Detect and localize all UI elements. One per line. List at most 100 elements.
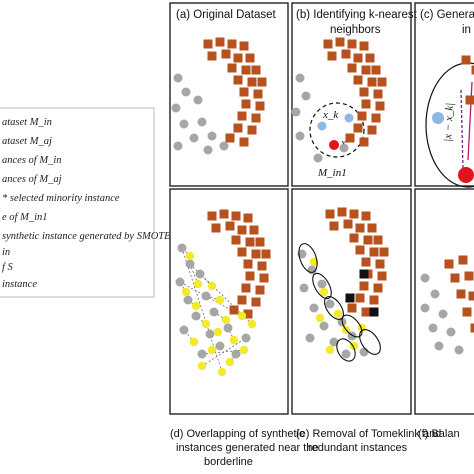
majority-instance bbox=[359, 137, 369, 147]
tomek-link-ellipse bbox=[312, 272, 332, 300]
minority-instance bbox=[183, 295, 193, 305]
majority-instance bbox=[237, 111, 247, 121]
majority-instance bbox=[361, 211, 371, 221]
majority-instance bbox=[237, 247, 247, 257]
synthetic-instance bbox=[237, 311, 247, 321]
minority-instance bbox=[179, 119, 189, 129]
minority-instance bbox=[420, 273, 430, 283]
minority-instance bbox=[428, 323, 438, 333]
synthetic-instance bbox=[319, 287, 329, 297]
minority-instance bbox=[177, 243, 187, 253]
selected-instance-c bbox=[458, 167, 474, 183]
majority-instance bbox=[231, 235, 241, 245]
panel-c-title: (c) Generat bbox=[420, 9, 474, 21]
minority-instance bbox=[430, 289, 440, 299]
majority-instance bbox=[377, 271, 387, 281]
minority-instance bbox=[185, 259, 195, 269]
minority-instance bbox=[203, 145, 213, 155]
majority-instance bbox=[337, 207, 347, 217]
majority-instance bbox=[471, 65, 474, 75]
majority-instance bbox=[347, 63, 357, 73]
majority-instance bbox=[233, 53, 243, 63]
tomek-link-ellipse bbox=[324, 296, 344, 320]
minority-instance bbox=[241, 333, 251, 343]
synthetic-instance bbox=[215, 295, 225, 305]
panel-c-title-2: in bbox=[462, 24, 471, 36]
label-diff: |x − x_k| bbox=[442, 102, 456, 142]
majority-instance bbox=[241, 65, 251, 75]
majority-instance bbox=[233, 123, 243, 133]
minority-instance bbox=[231, 349, 241, 359]
majority-instance bbox=[456, 289, 466, 299]
majority-instance bbox=[257, 77, 267, 87]
synthetic-instance bbox=[185, 251, 195, 261]
majority-instance bbox=[245, 271, 255, 281]
synthetic-instance bbox=[225, 357, 235, 367]
minority-instance bbox=[359, 347, 369, 357]
majority-instance bbox=[255, 101, 265, 111]
majority-instance bbox=[464, 271, 474, 281]
majority-instance bbox=[225, 221, 235, 231]
minority-instance bbox=[197, 117, 207, 127]
majority-instance bbox=[349, 209, 359, 219]
majority-instance bbox=[325, 209, 335, 219]
minority-instance bbox=[446, 327, 456, 337]
panel-c-frame bbox=[414, 2, 474, 187]
majority-instance bbox=[203, 39, 213, 49]
minority-instance bbox=[181, 87, 191, 97]
panel-d-caption-3: borderline bbox=[204, 456, 253, 468]
panel-a-title: (a) Original Dataset bbox=[176, 9, 277, 21]
minority-instance bbox=[295, 131, 305, 141]
minority-instance bbox=[313, 153, 323, 163]
majority-instance bbox=[361, 99, 371, 109]
majority-instance bbox=[461, 55, 471, 65]
majority-instance bbox=[367, 77, 377, 87]
synthetic-instance bbox=[309, 257, 319, 267]
majority-instance bbox=[257, 261, 267, 271]
majority-instance bbox=[247, 125, 257, 135]
synthetic-instance bbox=[201, 319, 211, 329]
majority-instance bbox=[470, 323, 474, 333]
legend-line: in bbox=[2, 247, 10, 258]
label-min1: M_in1 bbox=[317, 167, 347, 179]
selected-instance bbox=[329, 140, 339, 150]
majority-instance bbox=[355, 223, 365, 233]
majority-instance bbox=[458, 255, 468, 265]
tomek-link-ellipse bbox=[298, 243, 318, 273]
majority-instance bbox=[247, 77, 257, 87]
majority-instance bbox=[369, 247, 379, 257]
minority-instance bbox=[341, 349, 351, 359]
label-x: x bbox=[340, 137, 346, 149]
majority-instance bbox=[215, 37, 225, 47]
minority-instance bbox=[193, 95, 203, 105]
synthetic-instance bbox=[197, 361, 207, 371]
majority-instance bbox=[353, 75, 363, 85]
majority-instance bbox=[207, 211, 217, 221]
majority-instance bbox=[462, 307, 472, 317]
minority-instance bbox=[319, 321, 329, 331]
majority-instance bbox=[341, 49, 351, 59]
synthetic-instance bbox=[191, 301, 201, 311]
majority-instance bbox=[241, 99, 251, 109]
majority-instance bbox=[249, 225, 259, 235]
minority-instance bbox=[209, 307, 219, 317]
minority-instance bbox=[219, 141, 229, 151]
panel-b-frame bbox=[291, 2, 412, 187]
majority-instance bbox=[359, 281, 369, 291]
minority-instance bbox=[301, 91, 311, 101]
majority-instance bbox=[367, 223, 377, 233]
distance-arrow bbox=[460, 89, 464, 169]
synthetic-instance bbox=[221, 315, 231, 325]
tomek-instance bbox=[345, 293, 355, 303]
majority-instance bbox=[229, 305, 239, 315]
majority-instance bbox=[261, 249, 271, 259]
tomek-instance bbox=[369, 307, 379, 317]
minority-instance bbox=[339, 143, 349, 153]
majority-instance bbox=[225, 133, 235, 143]
majority-instance bbox=[221, 49, 231, 59]
legend-line: * selected minority instance bbox=[2, 193, 120, 204]
majority-instance bbox=[347, 303, 357, 313]
majority-instance bbox=[227, 39, 237, 49]
majority-instance bbox=[323, 39, 333, 49]
